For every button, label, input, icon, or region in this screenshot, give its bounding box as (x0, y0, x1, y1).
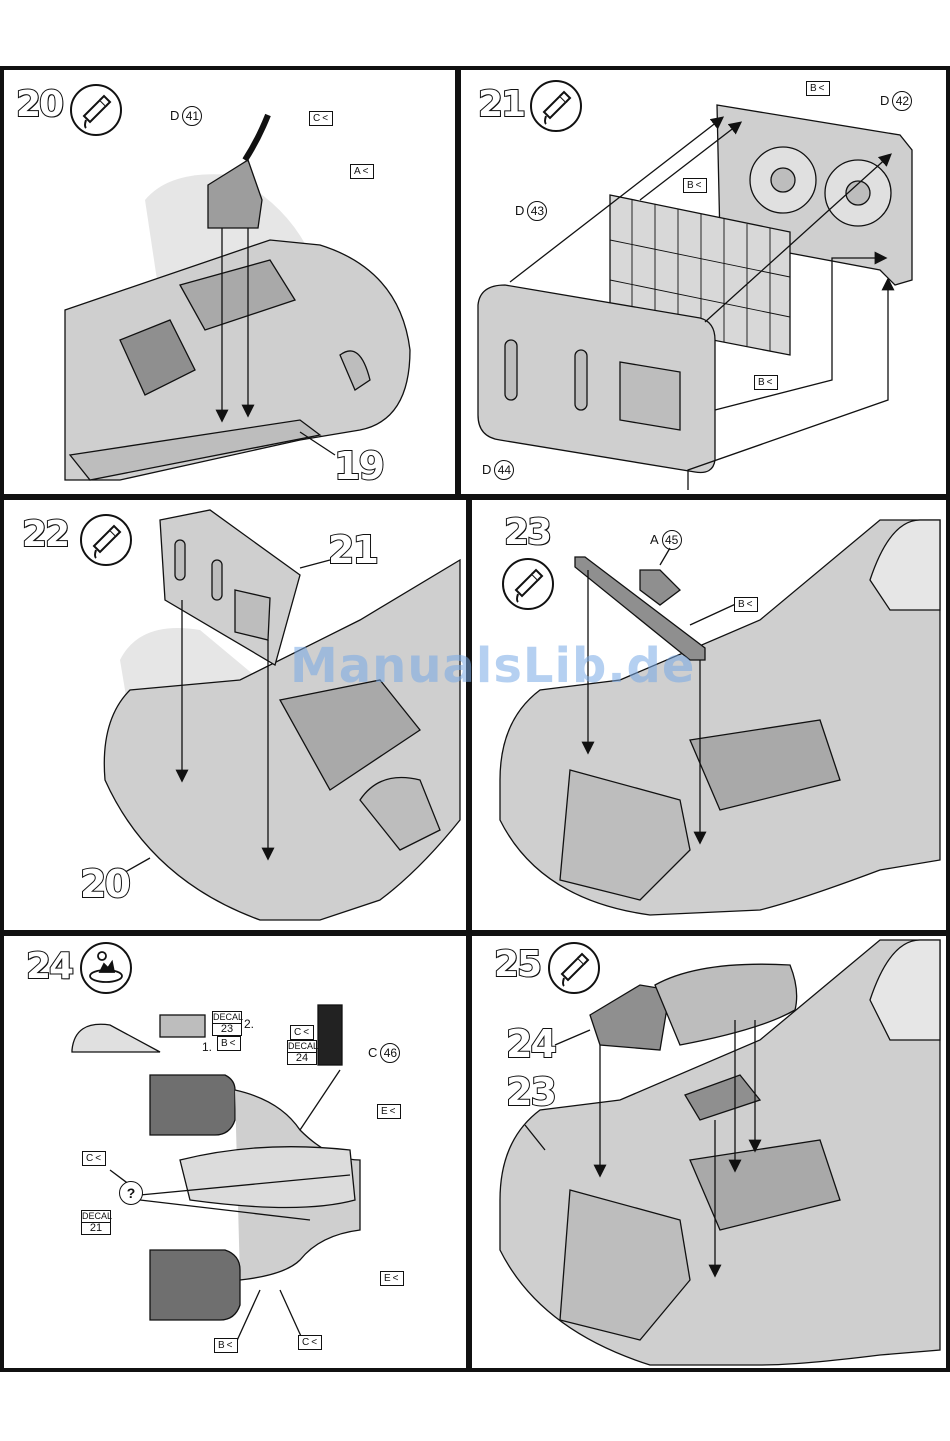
question-mark: ? (119, 1181, 143, 1205)
reference-step: 24 (506, 1022, 555, 1066)
paint-code: B (214, 1338, 238, 1353)
step-number: 23 (504, 512, 550, 553)
decal-water-icon (80, 942, 132, 994)
step-number: 21 (478, 84, 524, 125)
paint-code: B (806, 81, 830, 96)
glue-tube-icon (530, 80, 582, 132)
watermark: ManualsLib.de (290, 638, 695, 694)
step-number: 20 (16, 84, 62, 125)
paint-code: E (377, 1104, 401, 1119)
step-number: 22 (22, 514, 68, 555)
reference-step: 23 (506, 1070, 555, 1114)
glue-tube-icon (548, 942, 600, 994)
paint-code: B (217, 1036, 241, 1051)
paint-code: B (734, 597, 758, 612)
paint-code: A (350, 164, 374, 179)
order-number: 1. (202, 1040, 212, 1054)
reference-step: 19 (334, 444, 383, 488)
glue-tube-icon (70, 84, 122, 136)
paint-code: C (309, 111, 333, 126)
paint-code: E (380, 1271, 404, 1286)
reference-step: 21 (328, 528, 377, 572)
reference-step: 20 (80, 862, 129, 906)
paint-code: C (82, 1151, 106, 1166)
paint-code: C (298, 1335, 322, 1350)
glue-tube-icon (502, 558, 554, 610)
paint-code: B (683, 178, 707, 193)
step-number: 25 (494, 944, 540, 985)
glue-tube-icon (80, 514, 132, 566)
paint-code: C (290, 1025, 314, 1040)
paint-code: B (754, 375, 778, 390)
step-number: 24 (26, 946, 72, 987)
order-number: 2. (244, 1017, 254, 1031)
